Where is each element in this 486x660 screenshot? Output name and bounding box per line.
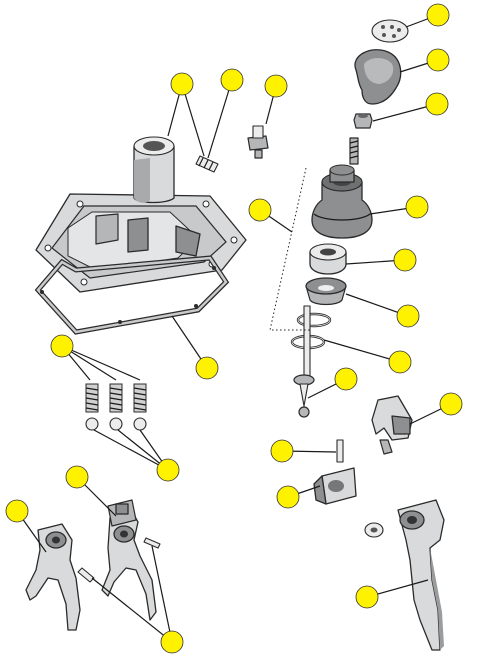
callout-marker[interactable] — [170, 72, 194, 96]
callout-marker[interactable] — [5, 499, 29, 523]
callout-marker[interactable] — [264, 74, 288, 98]
callout-markers — [5, 3, 463, 654]
callout-marker[interactable] — [195, 356, 219, 380]
shift-fork-left — [25, 523, 81, 631]
roll-pin-housing — [195, 155, 219, 173]
callout-marker[interactable] — [426, 3, 450, 27]
callout-marker[interactable] — [276, 485, 300, 509]
breather-fitting — [247, 125, 269, 159]
callout-marker[interactable] — [405, 195, 429, 219]
callout-marker[interactable] — [355, 585, 379, 609]
callout-marker[interactable] — [439, 392, 463, 416]
callout-marker[interactable] — [426, 48, 450, 72]
callout-marker[interactable] — [388, 350, 412, 374]
callout-marker[interactable] — [393, 248, 417, 272]
housing-cover-gasket — [34, 255, 230, 335]
shift-arm — [397, 499, 445, 651]
shift-rail-bracket — [371, 395, 413, 455]
shift-boot — [311, 164, 373, 239]
shift-pin — [336, 439, 344, 463]
callout-marker[interactable] — [50, 334, 74, 358]
callout-marker[interactable] — [160, 630, 184, 654]
callout-marker[interactable] — [156, 458, 180, 482]
shift-knob — [354, 49, 402, 105]
shift-fork-right — [101, 499, 157, 621]
callout-marker[interactable] — [396, 304, 420, 328]
callout-marker[interactable] — [270, 439, 294, 463]
shift-pattern-emblem — [371, 19, 409, 43]
shift-lever — [293, 305, 315, 418]
callout-marker[interactable] — [220, 68, 244, 92]
lever-seat — [305, 277, 347, 306]
callout-marker[interactable] — [248, 198, 272, 222]
detent-balls — [85, 417, 147, 431]
detent-springs — [85, 383, 147, 413]
callout-marker[interactable] — [334, 367, 358, 391]
callout-marker[interactable] — [65, 465, 89, 489]
lever-collar — [309, 243, 347, 275]
shift-block — [313, 467, 357, 505]
fork-pins — [77, 537, 161, 583]
threaded-shift-lever-top — [349, 137, 359, 165]
lever-assembly-bracket — [269, 167, 310, 331]
lever-springs — [290, 312, 332, 350]
callout-marker[interactable] — [425, 92, 449, 116]
knob-nut — [353, 113, 373, 129]
thrust-washer — [364, 522, 384, 538]
